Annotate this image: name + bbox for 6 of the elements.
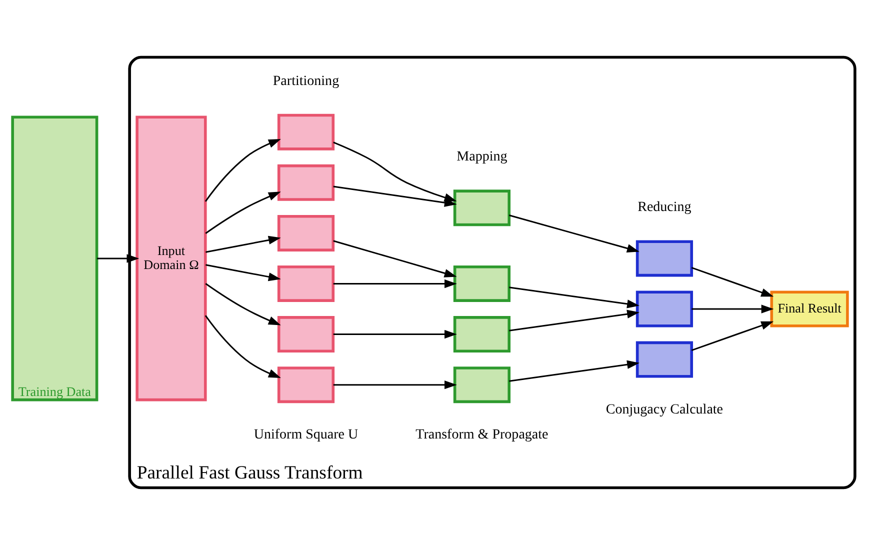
label: Reducing <box>638 198 692 215</box>
label: Conjugacy Calculate <box>606 400 724 417</box>
label: Mapping <box>456 148 508 164</box>
label: Partitioning <box>272 72 340 88</box>
label: Transform & Propagate <box>416 426 548 442</box>
label: Uniform Square U <box>254 426 358 442</box>
